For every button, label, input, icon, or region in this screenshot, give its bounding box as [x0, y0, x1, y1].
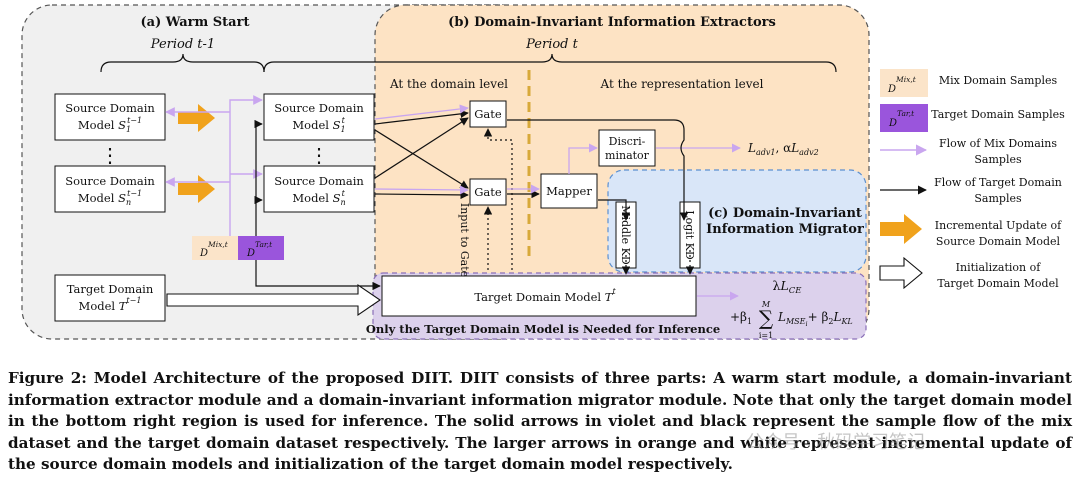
figure-caption: Figure 2: Model Architecture of the prop…: [8, 369, 1072, 473]
brace-prev: [100, 53, 265, 73]
loss-sum-prefix: +β1: [730, 310, 752, 326]
arrow-src1-gate-bottom: [374, 129, 469, 189]
migrator-panel: [607, 169, 867, 273]
period-curr: Period t: [525, 37, 579, 52]
arrow-mapper-middle-kd: [598, 199, 631, 221]
legend-white-line2: Target Domain Model: [937, 277, 1059, 290]
architecture-diagram: (a) Warm Start (b) Domain-Invariant Info…: [21, 4, 1065, 340]
legend-white-arrow: [879, 256, 923, 290]
tar-sample-label: DTar,t: [246, 240, 273, 259]
white-init-arrow: [166, 283, 381, 317]
logit-kd-label: Logit KD: [683, 210, 696, 260]
legend-violet-line1: Flow of Mix Domains: [939, 137, 1057, 150]
legend-white-line1: Initialization of: [956, 261, 1042, 274]
mapper-label: Mapper: [546, 184, 592, 198]
source-model-n-prev-line2: Model Snt−1: [78, 189, 142, 207]
source-model-n-prev-line1: Source Domain: [65, 174, 155, 188]
gate-top: [469, 100, 507, 128]
inference-note: Only the Target Domain Model is Needed f…: [366, 322, 720, 336]
vertical-dots-curr: ⋮: [309, 143, 329, 167]
loss-sum-bottom: i=1: [759, 331, 773, 340]
violet-flow-mix-up: [229, 95, 263, 236]
period-prev: Period t-1: [150, 37, 215, 52]
legend-mix-swatch: [880, 69, 928, 97]
mix-sample-label: DMix,t: [199, 240, 229, 259]
source-model-n-curr-line1: Source Domain: [274, 174, 364, 188]
target-model-curr-label: Target Domain Model Tt: [474, 287, 616, 304]
migrator-title-line2: Information Migrator: [706, 222, 864, 237]
gate-bottom: [469, 178, 507, 206]
source-model-1-curr-line2: Model S1t: [292, 116, 345, 134]
source-model-1-curr-line1: Source Domain: [274, 101, 364, 115]
target-model-prev: [54, 274, 166, 322]
legend-tar-swatch: [880, 104, 928, 132]
adversarial-loss: Ladv1, αLadv2: [747, 141, 819, 157]
discriminator-line2: minator: [605, 149, 650, 162]
input-to-gate-dotted-top: [483, 128, 513, 270]
discriminator-box: [598, 129, 656, 167]
representation-level-label: At the representation level: [600, 77, 764, 91]
legend-orange-line1: Incremental Update of: [935, 219, 1062, 232]
legend-mix-sym: DMix,t: [887, 75, 917, 95]
source-model-n-prev: [54, 165, 166, 213]
legend-tar-label: Target Domain Samples: [931, 108, 1065, 121]
domain-level-label: At the domain level: [389, 77, 508, 91]
input-to-gate-label: Input to Gate: [458, 203, 471, 277]
source-model-1-prev-line1: Source Domain: [65, 101, 155, 115]
source-model-n-curr-line2: Model Snt: [292, 189, 345, 207]
extractors-title: (b) Domain-Invariant Information Extract…: [448, 15, 776, 30]
black-flow-tar-target: [255, 260, 381, 291]
warm-start-title: (a) Warm Start: [141, 15, 250, 30]
loss-sum-symbol: ∑: [759, 306, 774, 330]
legend-tar-sym: DTar,t: [888, 109, 915, 129]
arrow-srcn-gate-top: [374, 117, 469, 179]
migrator-title-line1: (c) Domain-Invariant: [708, 206, 862, 221]
source-model-n-curr: [263, 165, 375, 213]
discriminator-line1: Discri-: [609, 135, 646, 148]
loss-mse-kl: LMSEi+ β2LKL: [777, 310, 853, 328]
arrow-src1-gate-top-black: [374, 109, 469, 125]
vertical-dots-prev: ⋮: [100, 143, 120, 167]
watermark: 公众号 · 秋码学习笔记: [746, 432, 926, 453]
gate-top-label: Gate: [474, 107, 502, 121]
tar-sample-swatch: [238, 236, 284, 260]
arrow-gate-logit-kd: [507, 119, 689, 221]
arrow-src1-gate-top-violet: [374, 104, 469, 120]
mapper-box: [540, 173, 598, 209]
arrow-srcn-gate-bottom-black: [374, 190, 469, 200]
source-model-1-curr: [263, 93, 375, 141]
source-model-1-prev: [54, 93, 166, 141]
legend-violet-line2: Samples: [974, 153, 1022, 166]
mix-sample-swatch: [192, 236, 238, 260]
loss-ce: λLCE: [773, 278, 803, 296]
brace-curr: [263, 53, 837, 73]
legend-black-line2: Samples: [974, 192, 1022, 205]
gate-bottom-label: Gate: [474, 185, 502, 199]
target-model-prev-line1: Target Domain: [67, 282, 154, 296]
orange-update-arrow-1: [178, 104, 215, 132]
source-model-1-prev-line2: Model S1t−1: [78, 116, 142, 134]
legend-black-line1: Flow of Target Domain: [934, 176, 1062, 189]
legend-orange-arrow: [880, 214, 922, 244]
target-model-prev-line2: Model Tt−1: [79, 296, 142, 313]
legend-orange-line2: Source Domain Model: [936, 235, 1061, 248]
arrow-srcn-gate-bottom-violet: [374, 185, 469, 195]
target-model-curr: [381, 275, 697, 317]
arrow-mapper-discriminator: [568, 143, 598, 174]
legend-mix-label: Mix Domain Samples: [939, 74, 1058, 87]
loss-sum-top: M: [761, 300, 771, 309]
